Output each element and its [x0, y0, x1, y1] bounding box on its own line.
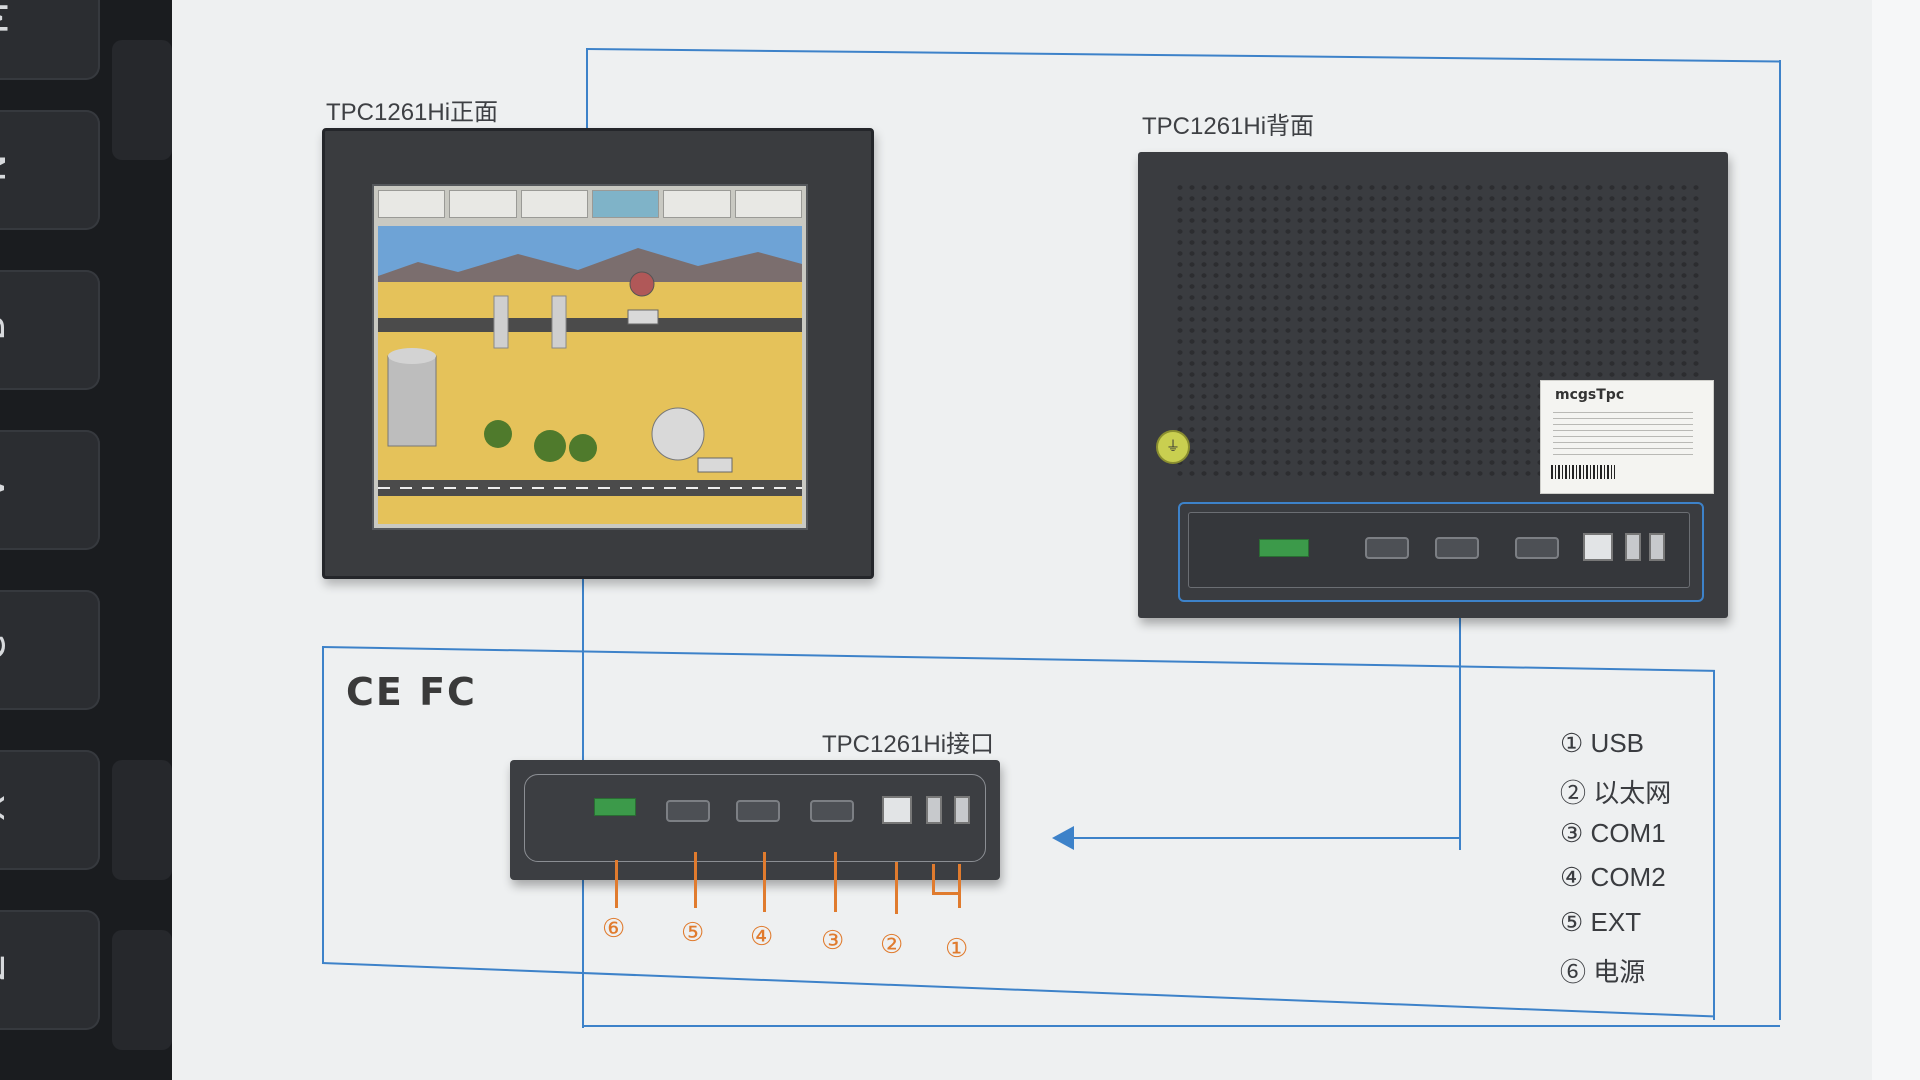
sticker-text-lines [1553, 407, 1693, 457]
keyboard-key: C [0, 590, 100, 710]
keyboard-key [112, 760, 172, 880]
keyboard-key: N [0, 110, 100, 230]
keyboard-key [112, 930, 172, 1050]
callout-leader [932, 892, 960, 895]
key-label: Z [0, 955, 13, 981]
key-label: X [0, 795, 13, 821]
legend-item-com2: ④ COM2 [1560, 862, 1666, 893]
connector-line [1779, 60, 1781, 1020]
legend-label: 以太网 [1593, 778, 1672, 808]
page-edge [1872, 0, 1920, 1080]
com2-port [736, 800, 780, 822]
callout-number: ④ [750, 922, 774, 952]
back-port-panel [1188, 512, 1690, 588]
keyboard-key: B [0, 270, 100, 390]
callout-number: ⑤ [681, 918, 705, 948]
key-label: V [0, 475, 13, 501]
callout-number: ⑥ [602, 914, 626, 944]
ground-symbol-icon: ⏚ [1166, 439, 1180, 455]
ground-terminal-icon: ⏚ [1156, 430, 1190, 464]
usb-port [926, 796, 942, 824]
keyboard-key [112, 40, 172, 160]
ethernet-port [1583, 533, 1613, 561]
screen-tab [663, 190, 731, 218]
legend-number: ⑥ [1560, 957, 1587, 987]
back-view-device: mcgsTpc ⏚ [1138, 152, 1728, 618]
front-screen-display [372, 184, 808, 530]
callout-leader [615, 860, 618, 908]
front-caption: TPC1261Hi正面 [326, 99, 499, 126]
com2-port [1435, 537, 1479, 559]
ext-port [666, 800, 710, 822]
key-label: C [0, 635, 13, 662]
connector-line [1713, 670, 1715, 1020]
interface-outline [524, 774, 986, 862]
connector-line [1459, 614, 1461, 850]
usb-port [1625, 533, 1641, 561]
laptop-keyboard: M N B V C X Z [0, 0, 172, 1080]
screen-tab [520, 190, 588, 218]
connector-line [322, 646, 324, 964]
callout-leader [694, 852, 697, 908]
certification-marks: CE FC [346, 670, 477, 714]
legend-label: EXT [1590, 907, 1642, 937]
legend-number: ④ [1560, 862, 1584, 892]
callout-leader [895, 862, 898, 914]
back-port-highlight [1178, 502, 1704, 602]
usb-port [954, 796, 970, 824]
product-label-sticker: mcgsTpc [1540, 380, 1714, 494]
interface-panel [510, 760, 1000, 880]
legend-number: ⑤ [1560, 907, 1584, 937]
callout-leader [834, 852, 837, 912]
power-terminal [594, 798, 636, 816]
arrow-left-icon [1052, 826, 1074, 850]
keyboard-key: V [0, 430, 100, 550]
legend-label: 电源 [1593, 957, 1646, 987]
ethernet-port [882, 796, 912, 824]
legend-item-usb: ① USB [1560, 728, 1644, 759]
ext-port [1365, 537, 1409, 559]
keyboard-key: M [0, 0, 100, 80]
legend-item-com1: ③ COM1 [1560, 818, 1666, 849]
sticker-brand: mcgsTpc [1555, 387, 1625, 403]
callout-leader [958, 864, 961, 908]
screen-tab [734, 190, 802, 218]
plant-scene-illustration [378, 226, 802, 524]
back-caption: TPC1261Hi背面 [1142, 113, 1315, 140]
legend-item-power: ⑥ 电源 [1560, 952, 1645, 989]
com1-port [1515, 537, 1559, 559]
key-label: B [0, 315, 13, 341]
callout-number: ① [945, 934, 969, 964]
legend-item-ext: ⑤ EXT [1560, 907, 1641, 938]
screen-tab-bar [378, 190, 802, 218]
connector-line [582, 1025, 1780, 1027]
callout-number: ② [880, 930, 904, 960]
legend-label: COM2 [1590, 862, 1666, 892]
connector-line [586, 48, 588, 134]
interface-caption: TPC1261Hi接口 [822, 731, 995, 758]
screen-tab [591, 190, 660, 218]
legend-number: ③ [1560, 818, 1584, 848]
power-terminal [1259, 539, 1309, 557]
connector-line [1072, 837, 1461, 839]
legend-number: ① [1560, 728, 1584, 758]
keyboard-key: Z [0, 910, 100, 1030]
screen-tab [378, 190, 446, 218]
callout-leader [763, 852, 766, 912]
key-label: N [0, 154, 14, 182]
key-label: M [0, 2, 16, 35]
keyboard-key: X [0, 750, 100, 870]
legend-label: USB [1590, 728, 1645, 758]
callout-leader [932, 864, 935, 894]
legend-item-ethernet: ② 以太网 [1560, 773, 1671, 810]
com1-port [810, 800, 854, 822]
callout-number: ③ [821, 926, 845, 956]
barcode-icon [1551, 465, 1615, 479]
screen-tab [449, 190, 517, 218]
legend-label: COM1 [1590, 818, 1666, 848]
usb-port [1649, 533, 1665, 561]
legend-number: ② [1560, 778, 1587, 808]
